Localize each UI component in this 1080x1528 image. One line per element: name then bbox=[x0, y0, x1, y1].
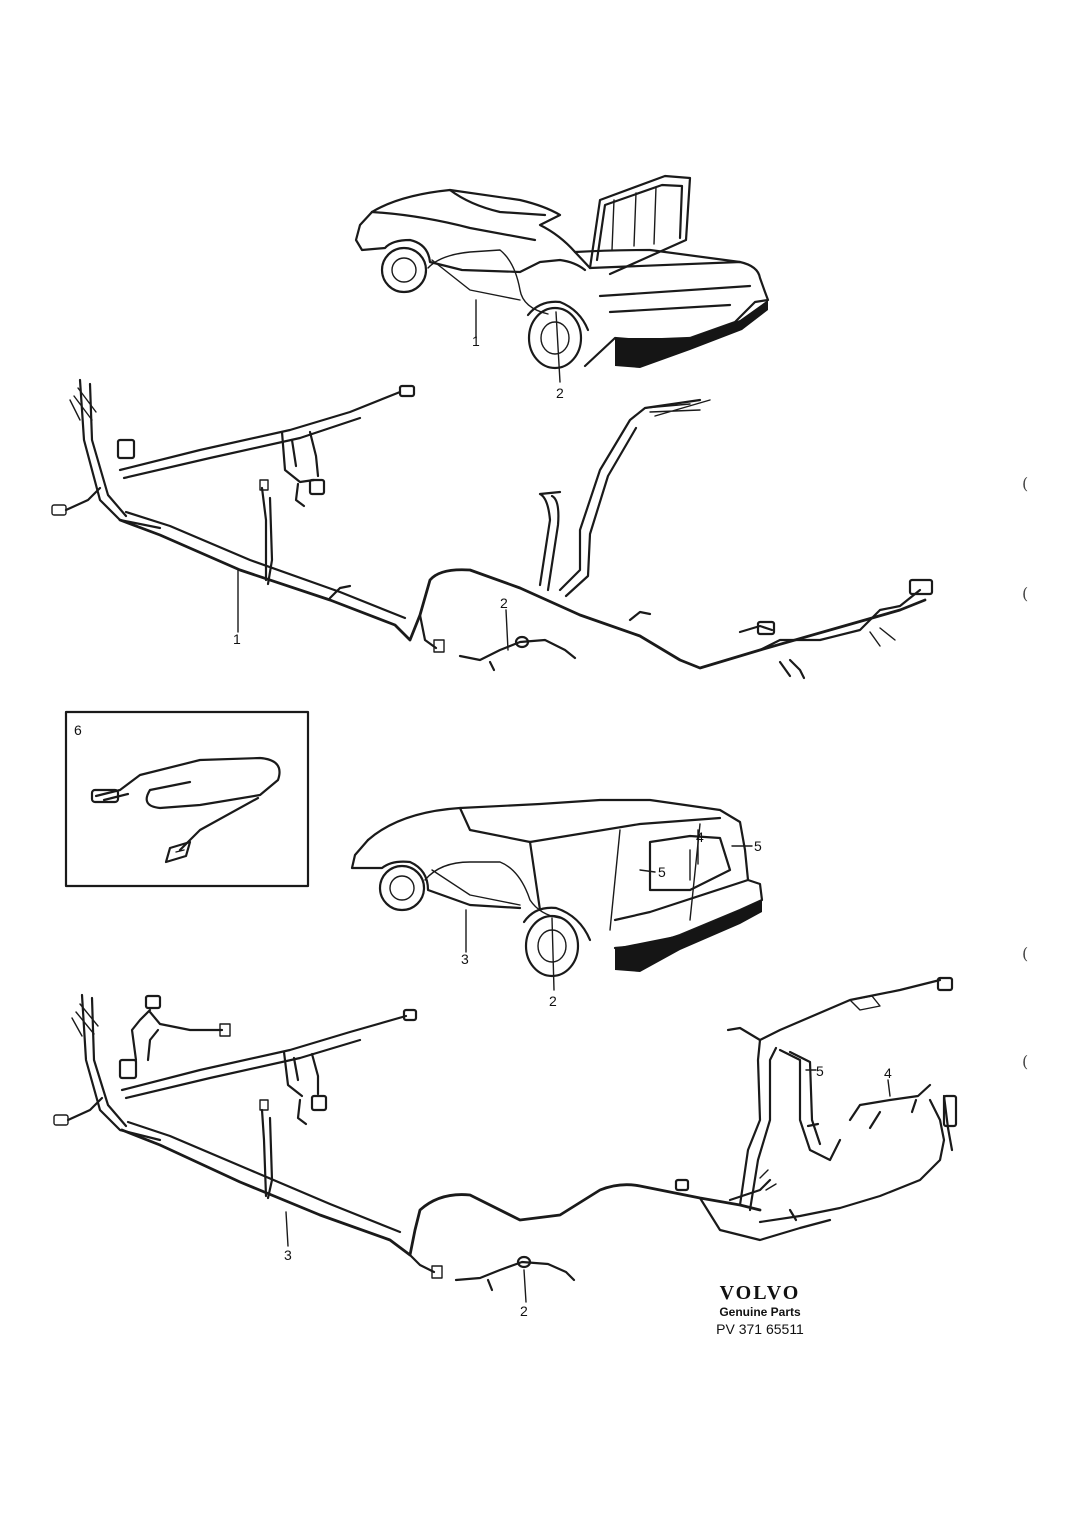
callout-wagon-rear-harness: 2 bbox=[520, 1303, 528, 1319]
callout-sedan-rear-harness: 2 bbox=[500, 595, 508, 611]
callout-sedan-car-rear: 2 bbox=[556, 385, 564, 401]
margin-mark: ( bbox=[1022, 1052, 1029, 1071]
callout-wagon-side-harness: 5 bbox=[816, 1063, 824, 1079]
callout-sedan-harness: 1 bbox=[233, 631, 241, 647]
callout-wagon-car-side-left: 5 bbox=[658, 864, 666, 880]
margin-mark: ( bbox=[1022, 584, 1029, 603]
margin-mark: ( bbox=[1022, 474, 1029, 493]
margin-mark: ( bbox=[1022, 944, 1029, 963]
brand-block: VOLVO Genuine Parts PV 371 65511 bbox=[690, 1282, 830, 1338]
wagon-car-illustration bbox=[350, 798, 764, 991]
callout-antenna-cable: 6 bbox=[74, 722, 82, 738]
volvo-logo: VOLVO bbox=[719, 1282, 801, 1304]
antenna-cable-inset bbox=[64, 710, 310, 888]
callout-wagon-harness: 3 bbox=[284, 1247, 292, 1263]
callout-wagon-car-harness: 3 bbox=[461, 951, 469, 967]
wagon-wiring-harness bbox=[53, 976, 958, 1303]
sedan-wiring-harness bbox=[51, 378, 934, 680]
part-code: PV 371 65511 bbox=[716, 1321, 804, 1337]
callout-wagon-car-rear: 2 bbox=[549, 993, 557, 1009]
brand-subtitle: Genuine Parts bbox=[719, 1305, 801, 1319]
callout-wagon-tailgate-harness: 4 bbox=[884, 1065, 892, 1081]
callout-wagon-car-tailgate: 4 bbox=[696, 829, 704, 845]
sedan-car-illustration bbox=[354, 174, 770, 383]
callout-sedan-car-harness: 1 bbox=[472, 333, 480, 349]
callout-wagon-car-side-right: 5 bbox=[754, 838, 762, 854]
